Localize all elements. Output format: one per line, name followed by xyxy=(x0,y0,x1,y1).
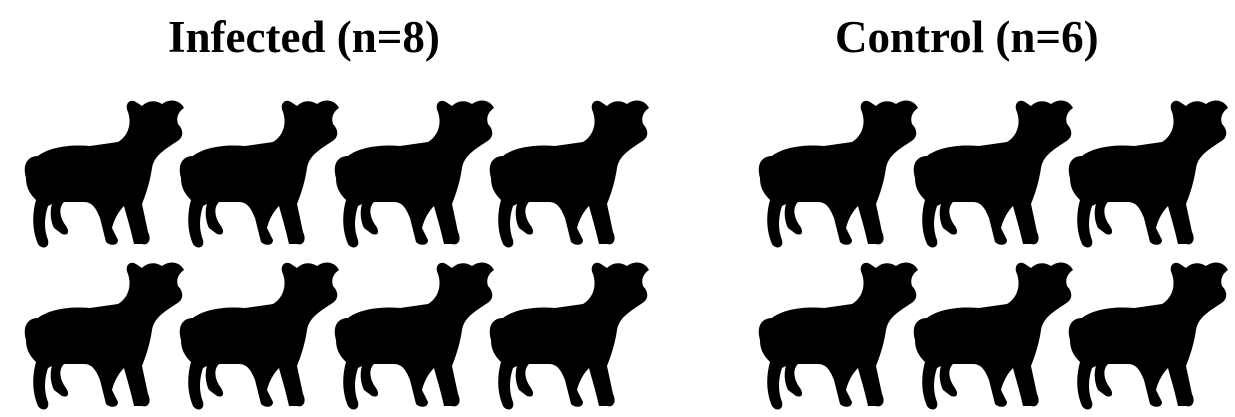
control-group-title: Control (n=6) xyxy=(835,12,1099,62)
lamb-silhouette-icon xyxy=(14,94,186,254)
lamb-silhouette-icon xyxy=(903,256,1075,416)
lamb-silhouette-icon xyxy=(1058,94,1230,254)
lamb-silhouette-icon xyxy=(324,94,496,254)
lamb-silhouette-icon xyxy=(14,256,186,416)
lamb-silhouette-icon xyxy=(479,94,651,254)
lamb-silhouette-icon xyxy=(169,256,341,416)
lamb-silhouette-icon xyxy=(748,256,920,416)
lamb-silhouette-icon xyxy=(903,94,1075,254)
infected-group-title: Infected (n=8) xyxy=(168,12,440,62)
lamb-silhouette-icon xyxy=(324,256,496,416)
lamb-silhouette-icon xyxy=(1058,256,1230,416)
lamb-silhouette-icon xyxy=(748,94,920,254)
lamb-silhouette-icon xyxy=(169,94,341,254)
lamb-silhouette-icon xyxy=(479,256,651,416)
